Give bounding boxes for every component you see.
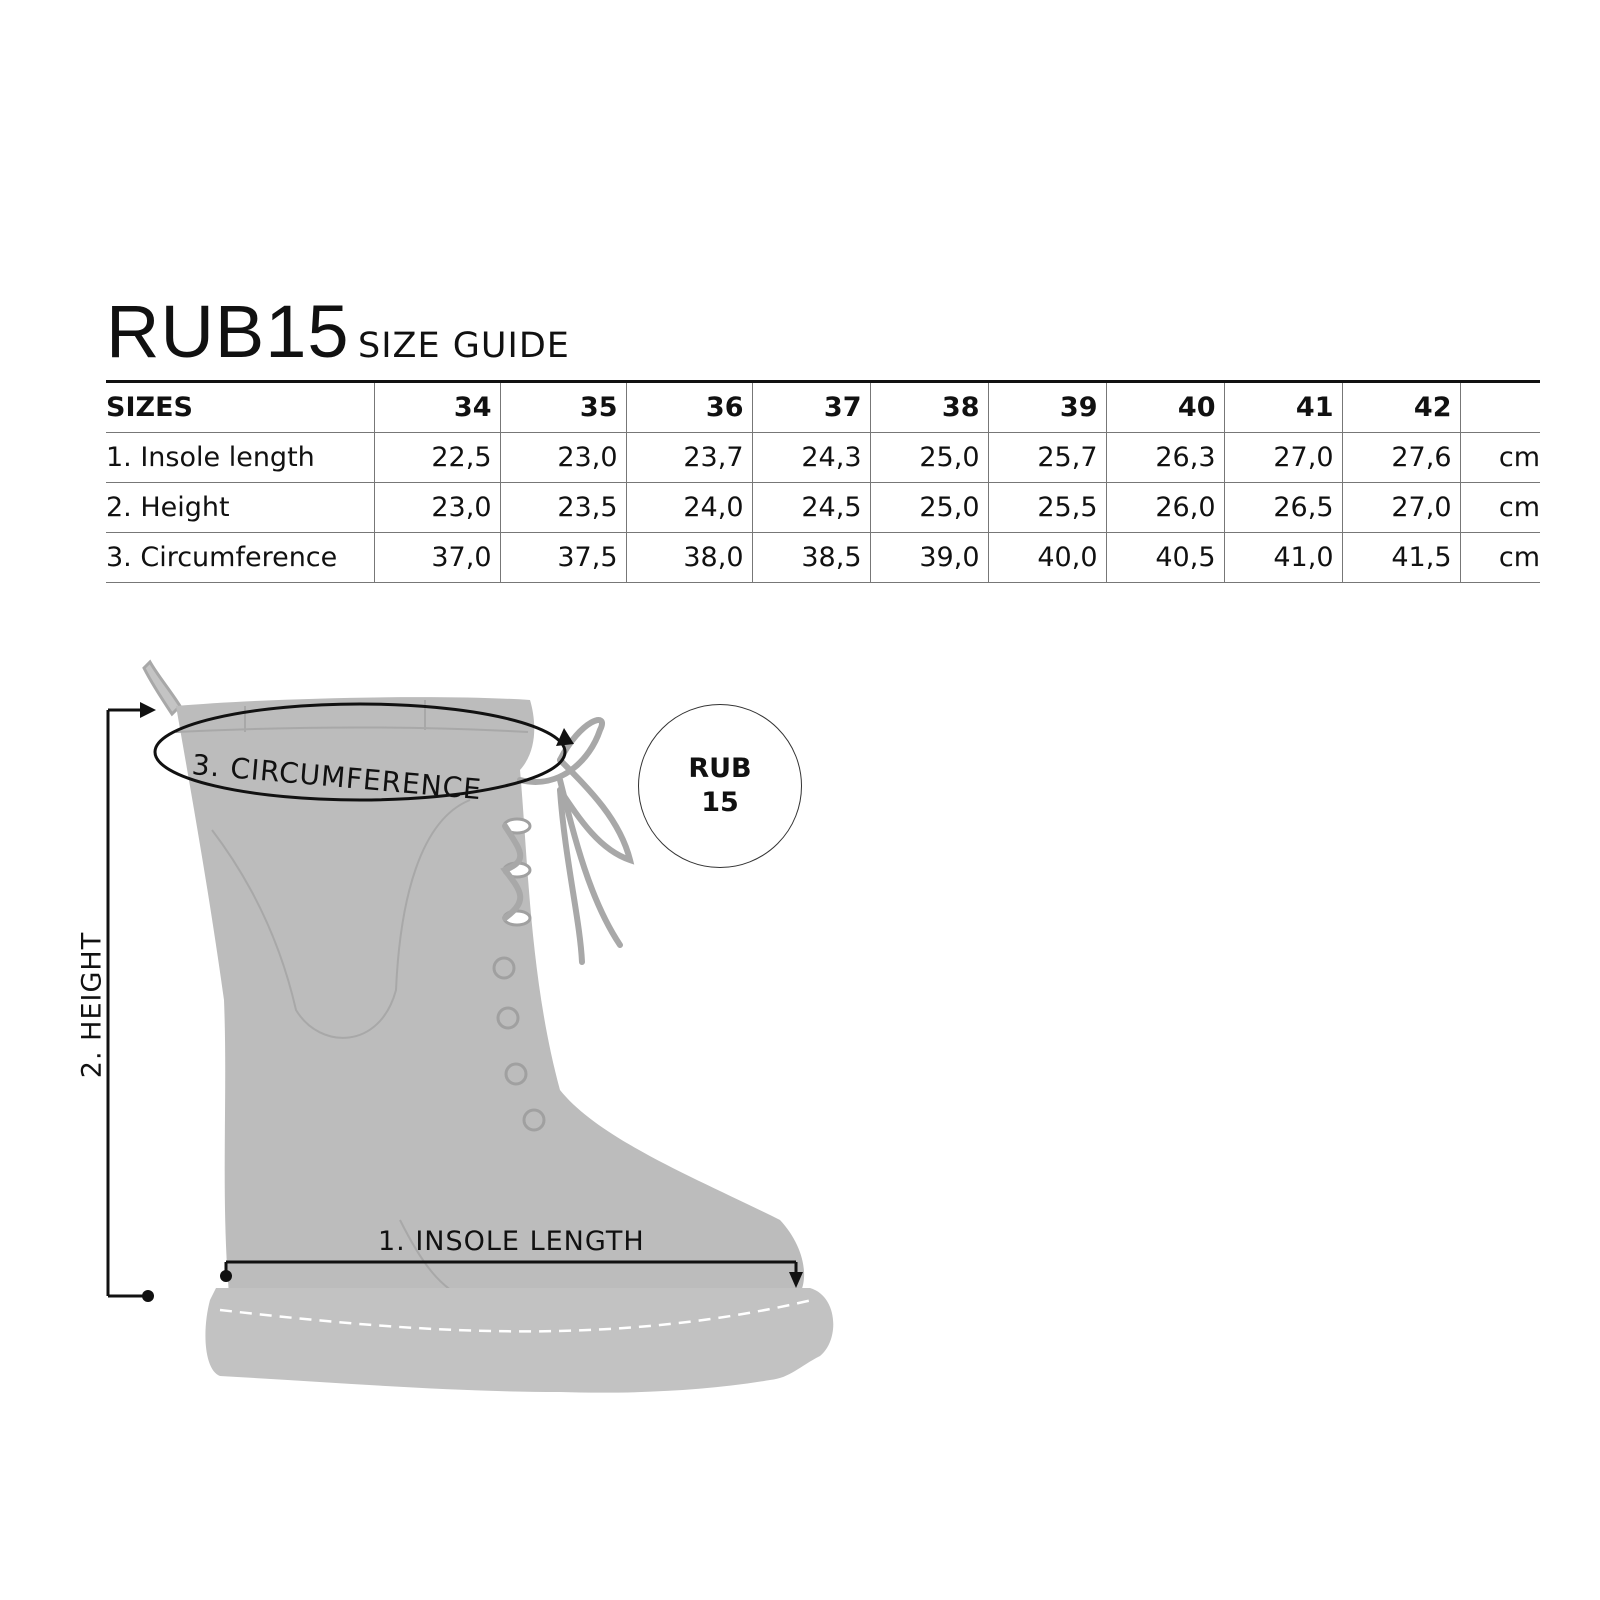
table-cell: 25,0 [869, 482, 988, 533]
table-cell: 25,5 [987, 482, 1106, 533]
row-label: 3. Circumference [106, 532, 374, 583]
table-cell: 41,5 [1341, 532, 1460, 583]
table-cell: 27,0 [1223, 432, 1342, 483]
table-cell: 40,5 [1105, 532, 1224, 583]
unit-cell: cm [1459, 482, 1540, 533]
model-badge: RUB 15 [638, 704, 802, 868]
size-35: 35 [499, 381, 626, 433]
table-cell: 37,5 [499, 532, 626, 583]
sole-stitching [219, 1298, 813, 1333]
unit-cell: cm [1459, 532, 1540, 583]
badge-line-1: RUB [688, 753, 752, 784]
table-cell: 41,0 [1223, 532, 1342, 583]
shaft-panel-line [211, 799, 471, 1039]
size-39: 39 [987, 381, 1106, 433]
table-cell: 39,0 [869, 532, 988, 583]
circumference-arrowhead [556, 728, 574, 746]
table-cell: 22,5 [373, 432, 500, 483]
table-cell: 24,0 [625, 482, 752, 533]
insole-arrowhead [789, 1272, 803, 1288]
badge-line-2: 15 [701, 787, 739, 818]
pull-tab [142, 659, 182, 717]
table-cell: 25,0 [869, 432, 988, 483]
table-cell: 24,5 [751, 482, 870, 533]
table-cell: 23,0 [499, 432, 626, 483]
sizes-header: SIZES [106, 381, 374, 433]
size-41: 41 [1223, 381, 1342, 433]
table-cell: 27,6 [1341, 432, 1460, 483]
table-cell: 23,5 [499, 482, 626, 533]
size-table: SIZES 34 35 36 37 38 39 40 41 42 1. Inso… [106, 380, 1540, 583]
size-40: 40 [1105, 381, 1224, 433]
insole-length-label: 1. INSOLE LENGTH [378, 1226, 645, 1257]
size-38: 38 [869, 381, 988, 433]
model-title: RUB15 [106, 290, 350, 373]
table-cell: 26,0 [1105, 482, 1224, 533]
unit-cell: cm [1459, 432, 1540, 483]
size-34: 34 [373, 381, 500, 433]
table-cell: 40,0 [987, 532, 1106, 583]
laces [500, 717, 635, 965]
table-cell: 24,3 [751, 432, 870, 483]
row-label: 2. Height [106, 482, 374, 533]
size-36: 36 [625, 381, 752, 433]
table-cell: 25,7 [987, 432, 1106, 483]
size-37: 37 [751, 381, 870, 433]
table-row: 3. Circumference 37,0 37,5 38,0 38,5 39,… [106, 532, 1540, 583]
table-cell: 38,5 [751, 532, 870, 583]
table-cell: 26,3 [1105, 432, 1224, 483]
table-cell: 26,5 [1223, 482, 1342, 533]
table-cell: 38,0 [625, 532, 752, 583]
top-band-line [175, 726, 529, 733]
boot-sole [205, 1288, 834, 1393]
size-42: 42 [1341, 381, 1460, 433]
table-row: 2. Height 23,0 23,5 24,0 24,5 25,0 25,5 … [106, 482, 1540, 533]
unit-header [1459, 381, 1540, 433]
table-cell: 37,0 [373, 532, 500, 583]
table-row: 1. Insole length 22,5 23,0 23,7 24,3 25,… [106, 432, 1540, 483]
table-cell: 27,0 [1341, 482, 1460, 533]
row-label: 1. Insole length [106, 432, 374, 483]
circumference-ellipse [153, 702, 567, 802]
height-label: 2. HEIGHT [76, 931, 108, 1079]
height-arrowhead [140, 702, 156, 718]
boot-silhouette [176, 697, 805, 1305]
size-guide-subtitle: SIZE GUIDE [358, 326, 570, 366]
size-header-row: SIZES 34 35 36 37 38 39 40 41 42 [106, 381, 1540, 433]
height-dot [142, 1290, 154, 1302]
title-block: RUB15 SIZE GUIDE [106, 292, 1546, 372]
table-cell: 23,7 [625, 432, 752, 483]
table-cell: 23,0 [373, 482, 500, 533]
